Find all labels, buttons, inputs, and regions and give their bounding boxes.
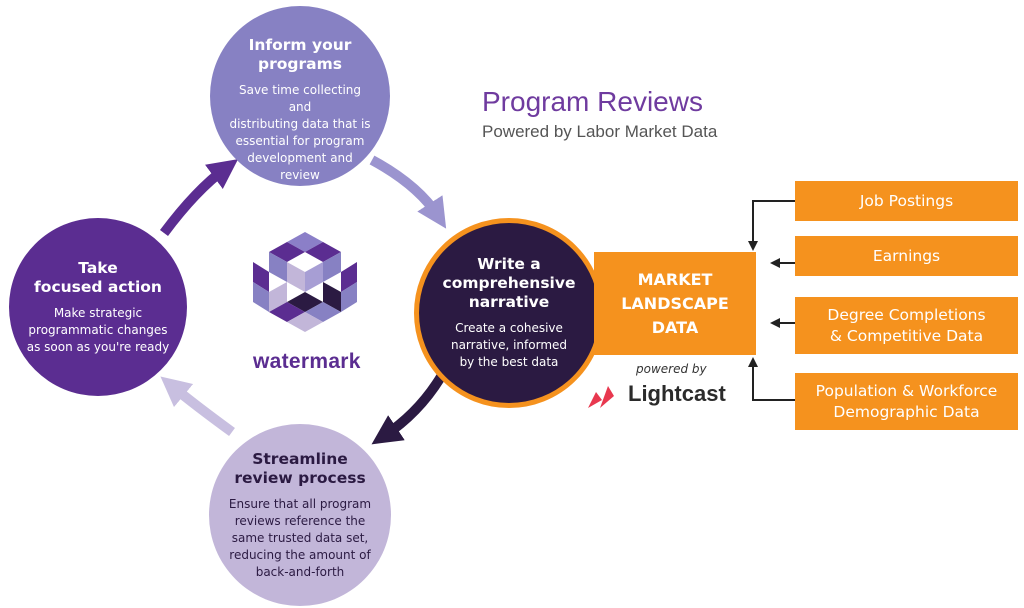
watermark-hexagon-logo-icon <box>253 232 357 332</box>
bracket-population <box>748 357 795 401</box>
page-subtitle: Powered by Labor Market Data <box>482 122 718 141</box>
page-header: Program Reviews Powered by Labor Market … <box>482 86 717 142</box>
watermark-logo-label: watermark <box>253 350 361 373</box>
lightcast-label: Lightcast <box>628 381 726 406</box>
powered-by-label: powered by <box>636 362 707 376</box>
arrow-streamline-to-take <box>160 376 235 437</box>
source-job-postings: Job Postings <box>795 181 1018 221</box>
lightcast-brand: Lightcast <box>586 378 726 410</box>
arrow-take-to-inform <box>159 159 239 236</box>
page-title: Program Reviews <box>482 86 703 117</box>
bracket-job-postings <box>748 200 795 251</box>
lightcast-logo-icon <box>588 386 614 408</box>
source-degree-completions: Degree Completions& Competitive Data <box>795 297 1018 354</box>
arrow-write-to-streamline <box>371 372 447 445</box>
source-earnings: Earnings <box>795 236 1018 276</box>
arrow-inform-to-write <box>369 155 447 229</box>
market-landscape-box: MARKET LANDSCAPE DATA <box>594 252 756 355</box>
